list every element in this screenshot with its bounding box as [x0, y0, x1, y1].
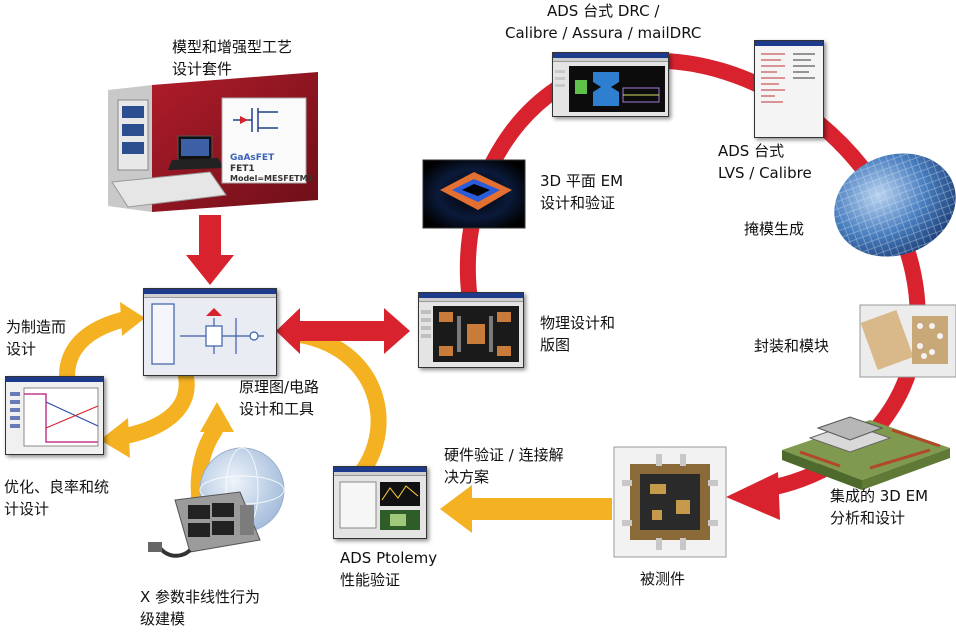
label-mask: 掩模生成: [744, 220, 805, 238]
pdk-card-line1: GaAsFET: [230, 153, 275, 163]
red-ring-arrowhead: [726, 472, 780, 520]
ptolemy-window: [333, 466, 427, 539]
drc-drawing: [555, 66, 665, 112]
pdk-card-line2: FET1: [230, 164, 255, 174]
drc-window: [552, 52, 669, 117]
ptolemy-drawing: [339, 481, 420, 530]
gold-arrow-to-schematic-left: [120, 302, 145, 336]
red-double-arrow-left: [276, 308, 300, 354]
gold-arrowheads: [100, 302, 612, 533]
label-dut: 被测件: [640, 570, 686, 588]
red-arrows: [186, 215, 410, 354]
red-double-arrow-shaft: [298, 321, 386, 341]
layout-drawing: [421, 306, 519, 362]
wafer-image: [834, 153, 956, 257]
label-optimize: 优化、良率和统计设计: [4, 478, 110, 518]
gold-arrow-to-optimize: [100, 418, 130, 458]
lvs-report: [761, 53, 815, 103]
schematic-window: [143, 288, 277, 376]
red-arrow-pdk-shaft: [199, 215, 221, 257]
xparam-image: [148, 447, 285, 558]
dut-image: [613, 446, 727, 558]
pdk-card-line3: Model=MESFETM1: [230, 174, 314, 183]
lvs-window: [754, 40, 824, 138]
gold-arrow-dut-to-ptolemy-head: [440, 485, 472, 533]
label-drc: ADS 台式 DRC /Calibre / Assura / mailDRC: [505, 2, 702, 42]
schematic-drawing: [151, 303, 264, 365]
em-planar-image: [422, 159, 526, 229]
optimize-window: [5, 376, 104, 455]
layout-window: [418, 292, 524, 368]
package-module-image: [859, 304, 956, 378]
red-double-arrow-right: [384, 308, 410, 354]
label-schematic: 原理图/电路设计和工具: [239, 378, 320, 418]
red-arrow-pdk-head: [186, 255, 234, 285]
integrated-3d-em-image: [782, 416, 950, 490]
gold-arrow-to-schematic-bottom: [200, 402, 234, 432]
pdk-image: GaAsFET FET1 Model=MESFETM1: [108, 72, 318, 212]
gold-arrow-dut-to-ptolemy-shaft: [470, 498, 612, 520]
label-pdk: 模型和增强型工艺设计套件: [172, 38, 293, 78]
label-package: 封装和模块: [754, 337, 830, 355]
label-design-for-fab: 为制造而设计: [6, 318, 67, 358]
label-hardware-verify: 硬件验证 / 连接解决方案: [444, 446, 564, 486]
label-physical-layout: 物理设计和版图: [540, 314, 616, 354]
label-xparam: X 参数非线性行为级建模: [140, 588, 261, 628]
optimize-plot: [10, 387, 99, 447]
